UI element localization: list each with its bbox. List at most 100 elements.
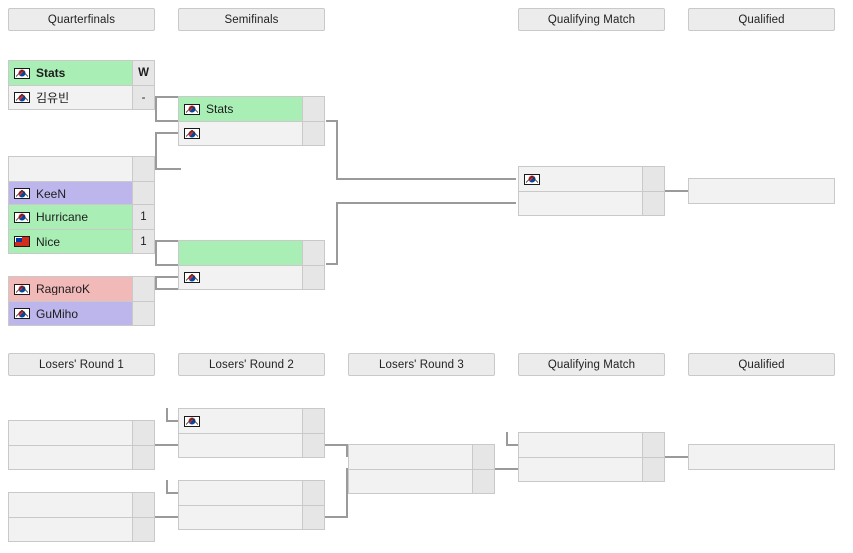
- opponent-slot: KeeN: [9, 182, 132, 205]
- player-name: Hurricane: [36, 211, 89, 223]
- match-ub-qualifying[interactable]: [518, 166, 665, 216]
- match-row[interactable]: [9, 421, 154, 445]
- opponent-slot: [179, 122, 302, 145]
- match-lb-r3m1[interactable]: [348, 444, 495, 494]
- match-row[interactable]: [179, 433, 324, 457]
- round-header-semifinals[interactable]: Semifinals: [178, 8, 325, 31]
- connector-qf1-sf1-h2: [155, 120, 181, 122]
- slot-lb-qualified[interactable]: [688, 444, 835, 470]
- player-name: GuMiho: [36, 307, 79, 320]
- match-row[interactable]: [179, 409, 324, 433]
- connector-qf1-sf1-h: [155, 96, 181, 98]
- score-cell: [132, 302, 154, 325]
- connector-sf1-qm-stub: [326, 120, 338, 122]
- match-row[interactable]: RagnaroK: [9, 277, 154, 301]
- connector-sf1-qm-h: [336, 178, 516, 180]
- match-row[interactable]: [9, 445, 154, 469]
- round-header-qualifying-match-upper[interactable]: Qualifying Match: [518, 8, 665, 31]
- match-ub-qf2[interactable]: KeeN: [8, 156, 155, 206]
- match-row[interactable]: GuMiho: [9, 301, 154, 325]
- connector-lb-qm-stub-h: [506, 444, 520, 446]
- connector-qf1-sf1-v: [155, 96, 157, 121]
- match-row[interactable]: [349, 445, 494, 469]
- match-row[interactable]: [519, 191, 664, 215]
- match-row[interactable]: [179, 481, 324, 505]
- match-row[interactable]: Nice 1: [9, 229, 154, 253]
- opponent-slot: [9, 493, 132, 517]
- opponent-slot: [519, 458, 642, 481]
- match-row[interactable]: Hurricane 1: [9, 205, 154, 229]
- flag-kr-icon: [14, 283, 30, 295]
- flag-kr-icon: [184, 415, 200, 427]
- score-cell: [302, 481, 324, 505]
- match-row[interactable]: [9, 157, 154, 181]
- round-header-label: Semifinals: [224, 13, 279, 26]
- connector-lb-r2m1-r3-v: [346, 444, 348, 457]
- round-header-label: Quarterfinals: [47, 13, 116, 26]
- opponent-slot: [179, 266, 302, 289]
- match-row[interactable]: 김유빈 -: [9, 85, 154, 109]
- round-header-losers-round-3[interactable]: Losers' Round 3: [348, 353, 495, 376]
- connector-lb-r3-qm: [495, 468, 519, 470]
- match-ub-qf4[interactable]: RagnaroK GuMiho: [8, 276, 155, 326]
- round-header-quarterfinals[interactable]: Quarterfinals: [8, 8, 155, 31]
- match-row[interactable]: [519, 167, 664, 191]
- slot-ub-qualified[interactable]: [688, 178, 835, 204]
- round-header-label: Qualifying Match: [547, 358, 636, 371]
- flag-cl-icon: [14, 236, 30, 247]
- round-header-qualifying-match-lower[interactable]: Qualifying Match: [518, 353, 665, 376]
- player-name: Stats: [36, 67, 66, 79]
- connector-lb-r1m1-r2m1: [155, 444, 181, 446]
- score-cell: [132, 518, 154, 541]
- connector-lb-r2m2-stub-v: [166, 480, 168, 494]
- connector-sf2-qm-h: [336, 202, 516, 204]
- round-header-label: Losers' Round 1: [39, 358, 124, 371]
- connector-qf4-sf2-h: [155, 288, 181, 290]
- match-row[interactable]: [519, 433, 664, 457]
- match-row[interactable]: [9, 517, 154, 541]
- match-row[interactable]: [349, 469, 494, 493]
- match-ub-qf3[interactable]: Hurricane 1 Nice 1: [8, 204, 155, 254]
- round-header-label: Qualified: [738, 358, 785, 371]
- match-row[interactable]: [179, 265, 324, 289]
- match-row[interactable]: [519, 457, 664, 481]
- match-lb-r1m1[interactable]: [8, 420, 155, 470]
- match-row[interactable]: KeeN: [9, 181, 154, 205]
- round-header-label: Qualifying Match: [547, 13, 636, 26]
- match-ub-sf2[interactable]: [178, 240, 325, 290]
- match-row[interactable]: [179, 505, 324, 529]
- round-header-qualified-lower[interactable]: Qualified: [688, 353, 835, 376]
- match-row[interactable]: Stats W: [9, 61, 154, 85]
- match-lb-r1m2[interactable]: [8, 492, 155, 542]
- score-cell: [132, 277, 154, 301]
- score-cell: 1: [132, 230, 154, 253]
- opponent-slot: [179, 409, 302, 433]
- score-cell: [472, 470, 494, 493]
- match-row[interactable]: [179, 121, 324, 145]
- match-lb-r2m2[interactable]: [178, 480, 325, 530]
- opponent-slot: Stats: [179, 97, 302, 121]
- opponent-slot: GuMiho: [9, 302, 132, 325]
- opponent-slot: [179, 434, 302, 457]
- connector-lb-qm-qualified: [665, 456, 689, 458]
- connector-lb-r2m2-stub-h: [166, 492, 181, 494]
- opponent-slot: Stats: [9, 61, 132, 85]
- match-row[interactable]: [179, 241, 324, 265]
- score-cell: -: [132, 86, 154, 109]
- round-header-losers-round-1[interactable]: Losers' Round 1: [8, 353, 155, 376]
- match-lb-qualifying[interactable]: [518, 432, 665, 482]
- round-header-qualified-upper[interactable]: Qualified: [688, 8, 835, 31]
- round-header-losers-round-2[interactable]: Losers' Round 2: [178, 353, 325, 376]
- match-row[interactable]: Stats: [179, 97, 324, 121]
- score-cell: [132, 182, 154, 205]
- match-ub-sf1[interactable]: Stats: [178, 96, 325, 146]
- match-lb-r2m1[interactable]: [178, 408, 325, 458]
- match-row[interactable]: [689, 445, 834, 469]
- match-row[interactable]: [689, 179, 834, 203]
- match-ub-qf1[interactable]: Stats W 김유빈 -: [8, 60, 155, 110]
- score-cell: 1: [132, 205, 154, 229]
- connector-sf2-qm-v: [336, 202, 338, 264]
- match-row[interactable]: [9, 493, 154, 517]
- opponent-slot: [179, 506, 302, 529]
- score-cell: [302, 434, 324, 457]
